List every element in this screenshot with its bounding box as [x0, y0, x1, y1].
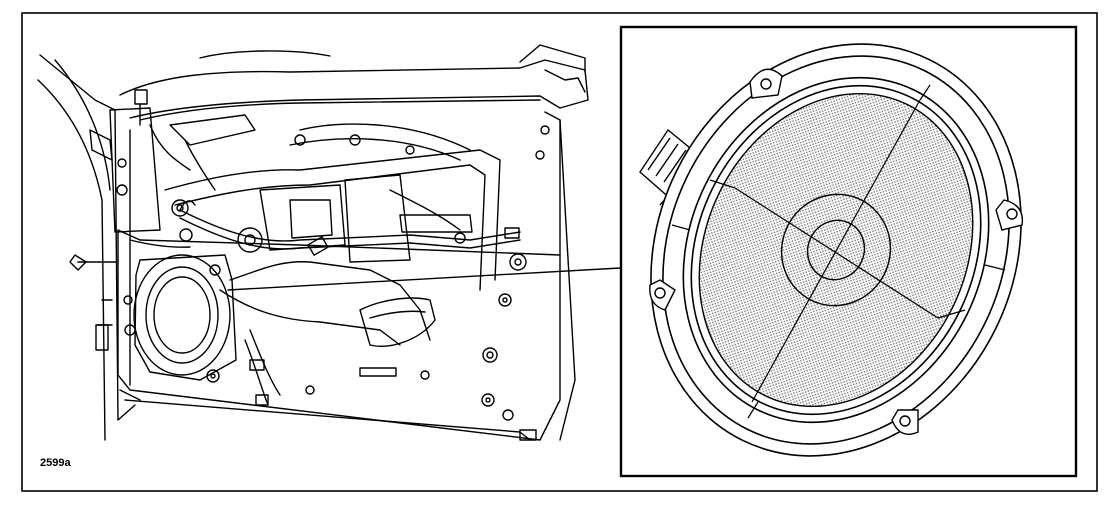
leader-line — [227, 267, 621, 291]
inner-panel — [117, 229, 561, 441]
cone-lines — [734, 99, 939, 403]
door-panel-illustration — [37, 44, 621, 441]
dust-cap — [780, 193, 892, 307]
outer-border — [21, 12, 1098, 492]
window-frame — [119, 59, 589, 119]
door-holes — [116, 125, 550, 421]
speaker-gasket — [682, 76, 990, 424]
door-speaker-ring — [145, 266, 219, 364]
figure-id-label: 2599a — [40, 457, 71, 469]
door-speaker-outer — [133, 254, 231, 376]
mounting-tabs — [649, 68, 1024, 435]
speaker-detail-inset — [619, 25, 1078, 478]
speaker-surround — [690, 84, 982, 416]
door-speaker-cone — [153, 276, 211, 354]
speaker-basket-inner — [662, 55, 1010, 445]
